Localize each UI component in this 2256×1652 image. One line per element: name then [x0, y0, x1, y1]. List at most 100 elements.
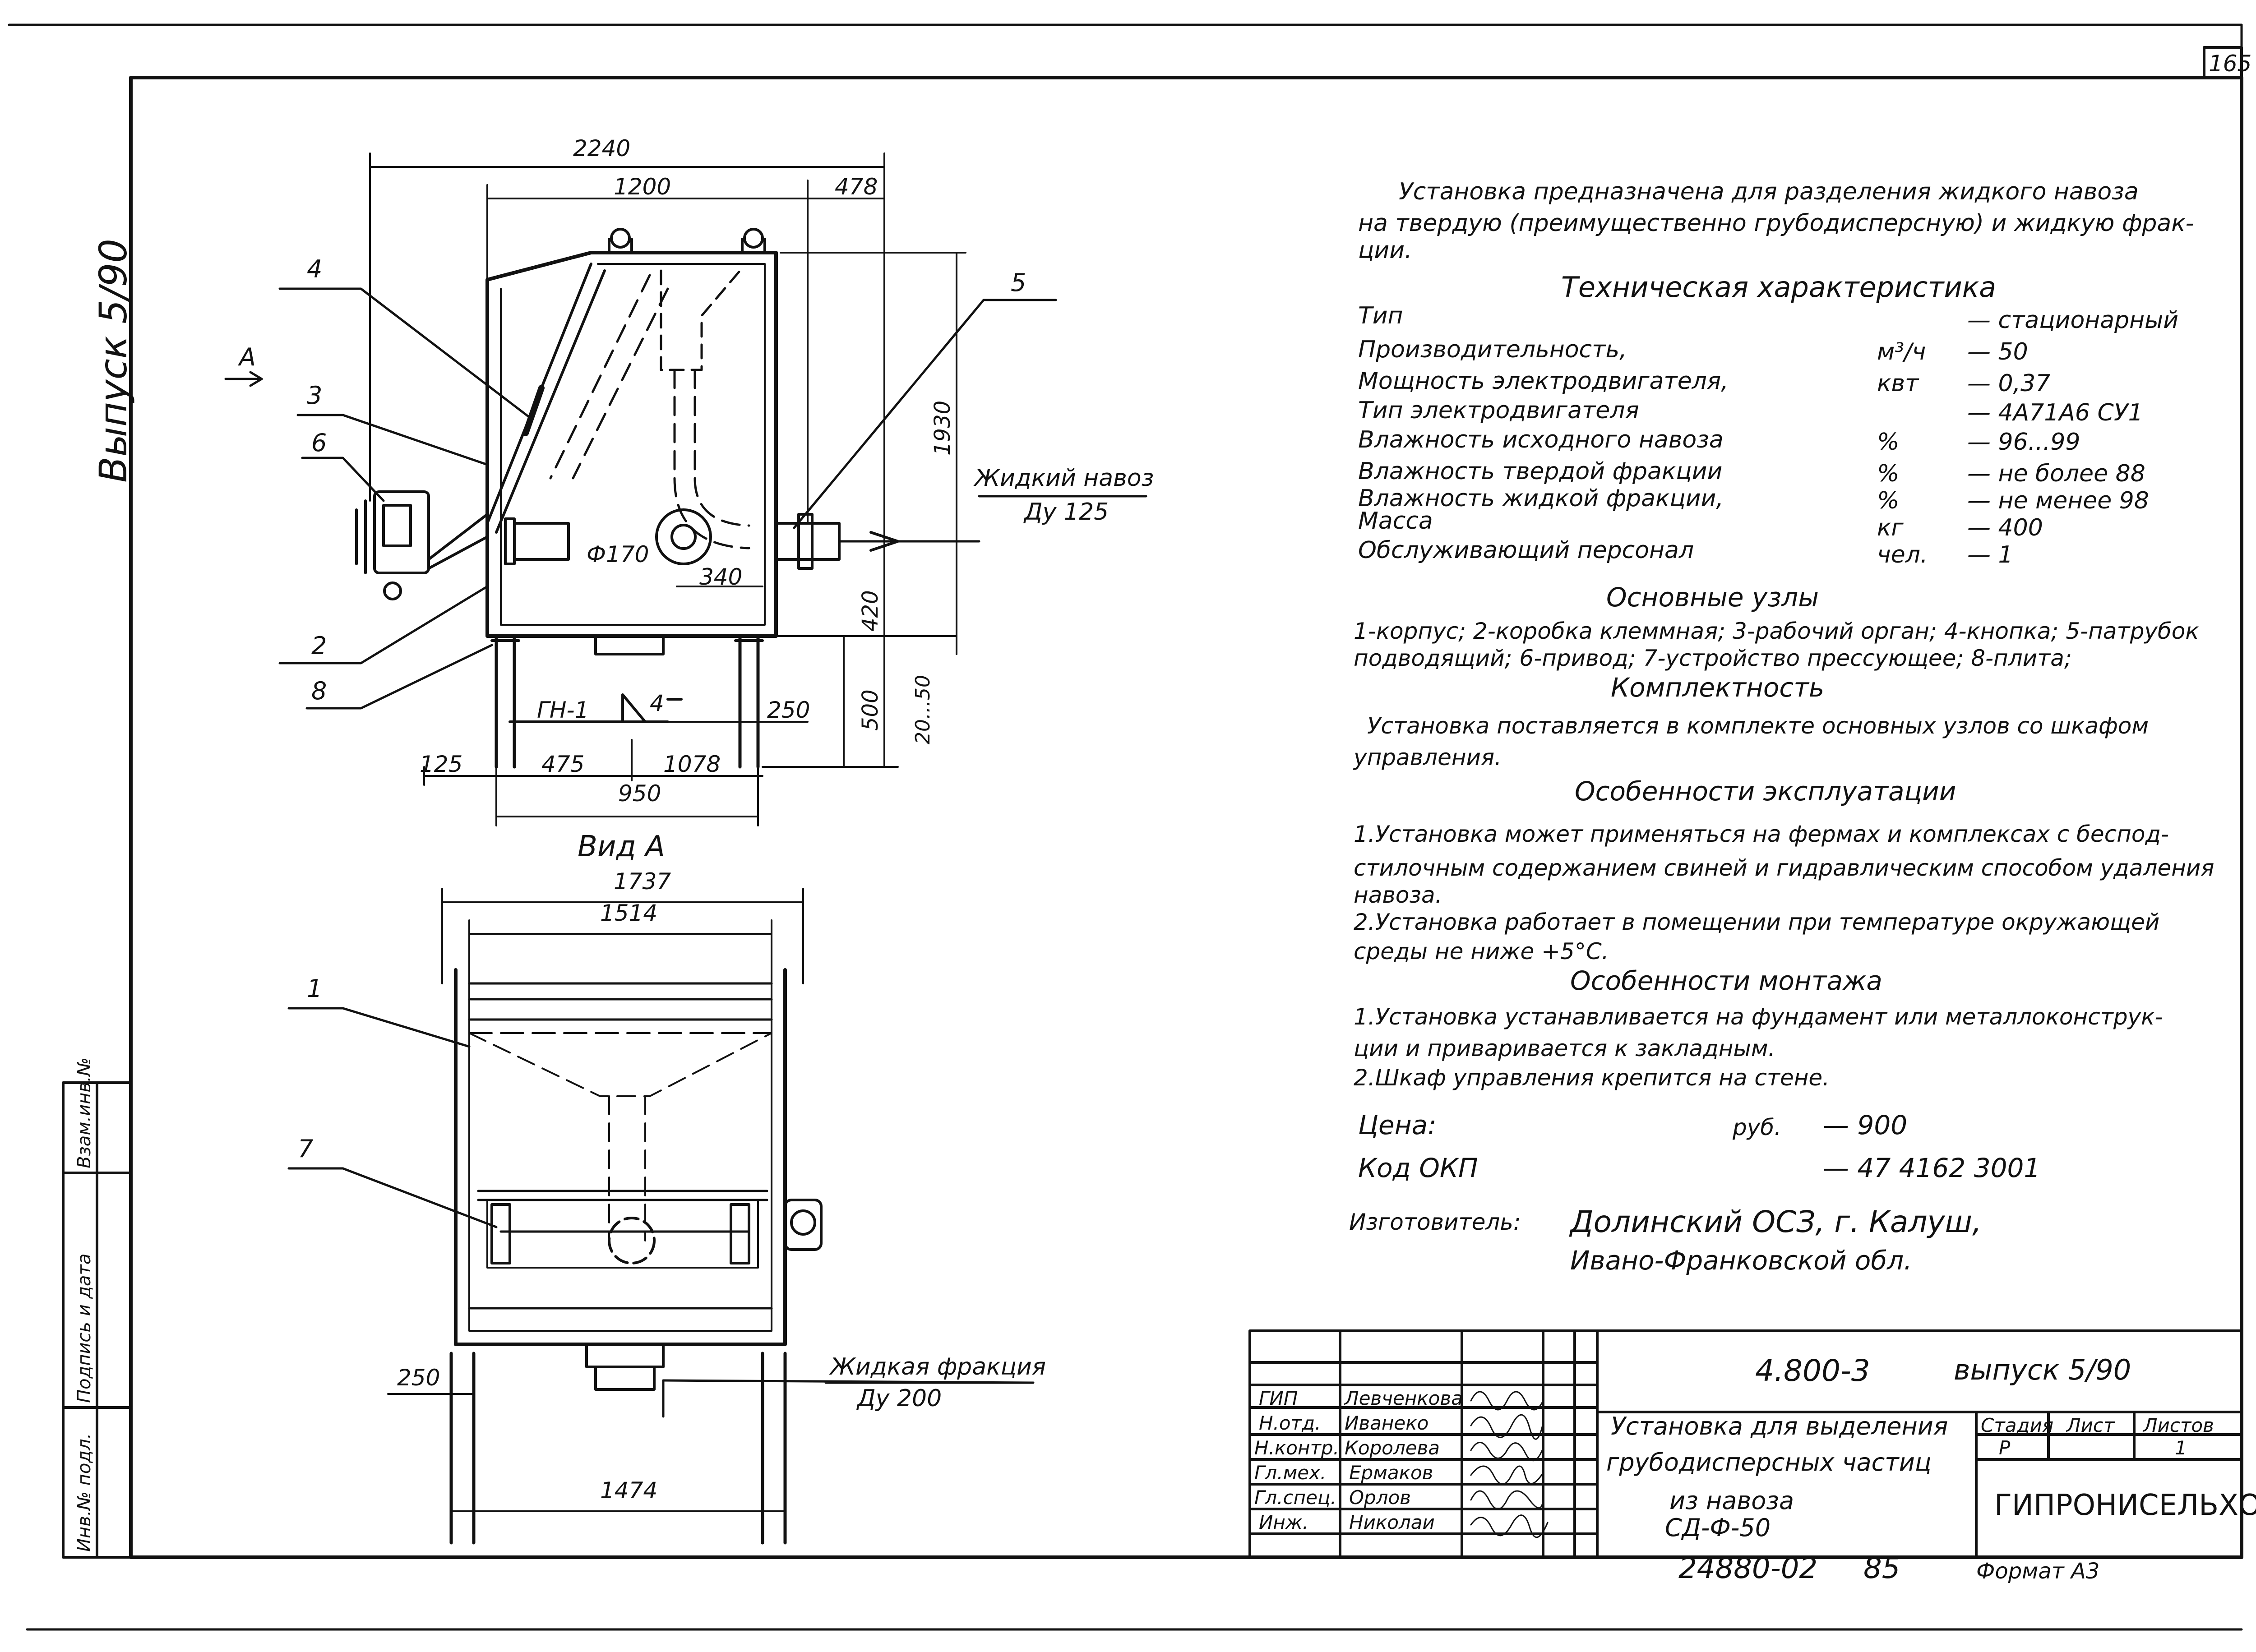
view-arrow-label: А — [239, 343, 256, 371]
intro-line-3: ции. — [1358, 237, 1412, 264]
units-line-2: подводящий; 6-привод; 7-устройство пресс… — [1354, 645, 2072, 671]
tb-role-5: Гл.спец. — [1254, 1486, 1336, 1509]
terminal-box — [513, 522, 570, 561]
callout-5: 5 — [1011, 268, 1026, 297]
view-a-legs — [449, 1352, 787, 1545]
dim-420: 420 — [858, 590, 883, 632]
spec-unit: кг — [1877, 514, 1904, 541]
operation-title: Особенности эксплуатации — [1575, 776, 1956, 807]
tb-role-4: Гл.мех. — [1254, 1462, 1327, 1484]
maker-line-2: Ивано-Франковской обл. — [1570, 1245, 1912, 1276]
mount-title: Особенности монтажа — [1570, 965, 1882, 996]
tb-title-1: Установка для выделения — [1611, 1412, 1948, 1440]
dim-250b: 250 — [397, 1365, 440, 1391]
complete-line-1: Установка поставляется в комплекте основ… — [1367, 713, 2149, 739]
spec-unit: квт — [1877, 370, 1919, 397]
tb-stage: Р — [1999, 1437, 2011, 1459]
liquid-manure-size: Ду 125 — [1024, 498, 1109, 526]
signature-5 — [1470, 1490, 1544, 1510]
signature-3 — [1470, 1442, 1544, 1462]
signature-4 — [1470, 1465, 1544, 1485]
spec-unit: м³/ч — [1877, 338, 1926, 365]
dim-340: 340 — [699, 564, 743, 590]
dim-1514: 1514 — [600, 900, 658, 926]
operation-line-2: стилочным содержанием свиней и гидравлич… — [1354, 855, 2214, 881]
dim-phi170: Ф170 — [587, 541, 649, 568]
dim-950: 950 — [618, 780, 661, 807]
view-a-body — [454, 968, 787, 1346]
tb-role-6: Инж. — [1259, 1511, 1309, 1533]
tb-name-3: Королева — [1345, 1437, 1440, 1459]
liquid-manure-label: Жидкий навоз — [975, 465, 1154, 492]
signature-6 — [1470, 1514, 1549, 1538]
side-stamp-2: Подпись и дата — [74, 1254, 95, 1403]
operation-line-5: среды не ниже +5°С. — [1354, 938, 1609, 964]
tb-name-1: Левченкова — [1345, 1387, 1463, 1409]
title-block-frame — [1248, 1329, 2243, 1559]
spec-name: Производительность, — [1358, 336, 1627, 363]
spec-table: Тип — стационарный Производительность, м… — [1358, 302, 2242, 582]
doc-number: 24880-02 — [1678, 1552, 1818, 1585]
signature-2 — [1470, 1414, 1544, 1440]
tb-role-3: Н.контр. — [1254, 1437, 1339, 1459]
dim-1200: 1200 — [614, 174, 671, 200]
tb-code: 4.800-3 — [1755, 1353, 1870, 1388]
format-label: Формат А3 — [1976, 1559, 2100, 1584]
tb-name-5: Орлов — [1349, 1486, 1411, 1509]
callout-8: 8 — [311, 677, 327, 705]
inlet-pipe — [775, 522, 841, 561]
dim-1930: 1930 — [930, 401, 955, 456]
spec-value: — 96...99 — [1967, 429, 2080, 456]
tb-title-4: СД-Ф-50 — [1665, 1514, 1771, 1542]
dim-500: 500 — [858, 689, 883, 731]
complete-title: Комплектность — [1611, 672, 1825, 703]
tb-stage-hdr: Стадия — [1981, 1414, 2054, 1436]
dim-20-50: 20...50 — [911, 675, 934, 744]
price-label: Цена: — [1358, 1110, 1437, 1140]
spec-value: — 400 — [1967, 514, 2043, 541]
legs — [495, 634, 760, 769]
intro-line-1: Установка предназначена для разделения ж… — [1399, 178, 2139, 205]
tb-sheet-hdr: Лист — [2066, 1414, 2115, 1436]
dim-1737: 1737 — [614, 868, 671, 895]
sheet-number: 165 — [2209, 51, 2252, 77]
tb-role-1: ГИП — [1259, 1387, 1298, 1409]
operation-line-1: 1.Установка может применяться на фермах … — [1354, 821, 2169, 847]
side-label: Выпуск 5/90 — [91, 239, 135, 483]
spec-name: Тип — [1358, 302, 1403, 329]
spec-name: Влажность исходного навоза — [1358, 426, 1724, 453]
callout-2: 2 — [311, 632, 327, 660]
dim-1474: 1474 — [600, 1477, 658, 1504]
liquid-fraction-label: Жидкая фракция — [830, 1353, 1046, 1380]
tb-title-3: из навоза — [1669, 1486, 1794, 1515]
callout-3: 3 — [307, 381, 323, 410]
dim-1078: 1078 — [663, 751, 721, 777]
okp-label: Код ОКП — [1358, 1153, 1478, 1183]
tb-role-2: Н.отд. — [1259, 1412, 1321, 1434]
tb-sheets-hdr: Листов — [2143, 1414, 2214, 1436]
gn-mark: ГН-1 — [537, 697, 589, 723]
dim-250a: 250 — [767, 697, 810, 723]
tb-issue: выпуск 5/90 — [1954, 1353, 2131, 1386]
operation-line-3: навоза. — [1354, 882, 1442, 908]
callout-1: 1 — [307, 974, 323, 1003]
operation-line-4: 2.Установка работает в помещении при тем… — [1354, 909, 2160, 935]
tb-sheets: 1 — [2175, 1437, 2187, 1459]
tb-org: ГИПРОНИСЕЛЬХОЗ — [1994, 1489, 2256, 1522]
okp-value: — 47 4162 3001 — [1823, 1153, 2041, 1183]
callout-4: 4 — [307, 255, 323, 283]
callout-6: 6 — [311, 429, 327, 457]
units-title: Основные узлы — [1606, 582, 1819, 613]
maker-label: Изготовитель: — [1349, 1209, 1521, 1235]
liquid-fraction-size: Ду 200 — [857, 1385, 942, 1412]
spec-unit: % — [1877, 460, 1900, 487]
tb-name-6: Николаи — [1349, 1511, 1435, 1533]
tech-title: Техническая характеристика — [1561, 271, 1997, 304]
mount-line-3: 2.Шкаф управления крепится на стене. — [1354, 1065, 1830, 1091]
spec-name: Обслуживающий персонал — [1358, 537, 1694, 564]
spec-row: Тип — [1358, 302, 1403, 329]
spec-name: Мощность электродвигателя, — [1358, 368, 1729, 395]
tank-body — [485, 251, 778, 638]
tb-name-4: Ермаков — [1349, 1462, 1433, 1484]
